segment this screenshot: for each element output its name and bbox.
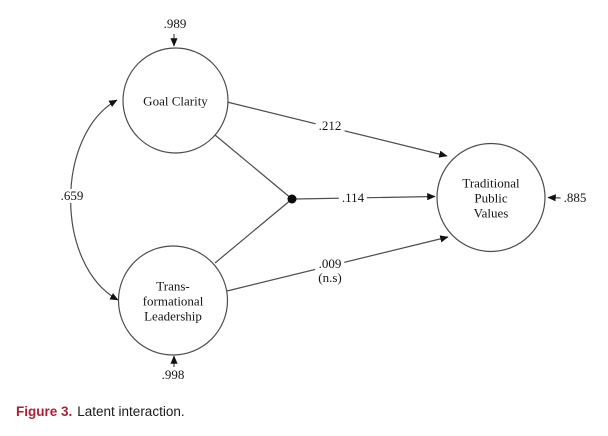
figure-caption-text: Latent interaction.: [77, 404, 185, 419]
transformational-leadership-label: Trans- formational Leadership: [143, 278, 204, 323]
tpv-label-line-3: Values: [473, 205, 509, 220]
coefficient-interaction-tpv: .114: [338, 191, 368, 205]
path-tl-to-interaction: [214, 201, 290, 264]
goal-clarity-label-text: Goal Clarity: [143, 93, 208, 108]
error-value-goal-clarity: .989: [160, 17, 190, 31]
transformational-leadership-circle: [117, 245, 229, 356]
goal-clarity-circle: [122, 47, 229, 154]
goal-clarity-label: Goal Clarity: [143, 93, 208, 108]
coefficient-gc-tpv: .212: [315, 119, 345, 133]
path-gc-to-interaction: [214, 134, 290, 197]
error-value-transformational-leadership: .998: [158, 368, 188, 382]
interaction-term-dot: [287, 194, 297, 204]
traditional-public-values-label: Traditional Public Values: [462, 175, 519, 220]
tl-label-line-2: formational: [142, 293, 204, 308]
coefficient-tl-tpv-value: .009: [318, 256, 342, 271]
covariance-value-label: .659: [57, 189, 87, 203]
traditional-public-values-circle: [436, 142, 546, 253]
tl-label-line-3: Leadership: [144, 308, 202, 323]
error-value-traditional-public-values: .885: [560, 191, 590, 205]
figure-caption: Figure 3. Latent interaction.: [16, 403, 185, 420]
tl-label-line-1: Trans-: [156, 278, 190, 293]
coefficient-tl-tpv: .009 (n.s): [315, 256, 345, 285]
tpv-label-line-1: Traditional: [462, 175, 520, 190]
tpv-label-line-2: Public: [474, 190, 508, 205]
error-arrow-traditional-public-values: [547, 194, 562, 202]
coefficient-tl-tpv-note: (n.s): [318, 270, 342, 285]
figure-caption-number: Figure 3.: [16, 404, 73, 419]
